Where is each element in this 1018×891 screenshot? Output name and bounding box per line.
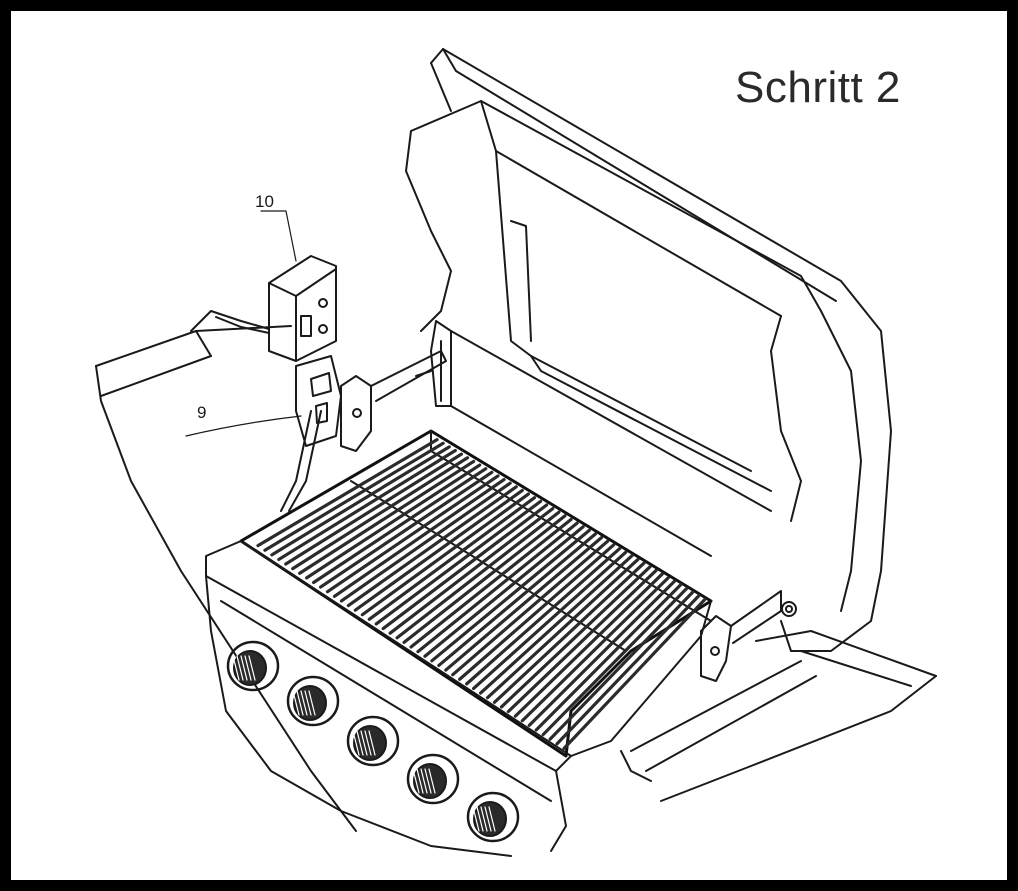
grate-bar xyxy=(506,568,658,714)
grate-bar xyxy=(367,496,537,621)
grate-bar xyxy=(416,521,579,654)
control-panel xyxy=(205,540,712,857)
grate-bar xyxy=(437,532,597,668)
grate-bar xyxy=(284,452,464,566)
grate-bar xyxy=(270,445,451,557)
step-title: Schritt 2 xyxy=(735,63,901,112)
part-9-bracket xyxy=(295,355,342,447)
grate-bar xyxy=(465,546,622,686)
grate-bar xyxy=(291,456,470,571)
grill-lid xyxy=(405,48,892,652)
grate-bar xyxy=(256,438,439,548)
callout-label-9: 9 xyxy=(197,403,207,422)
control-knob xyxy=(466,791,520,843)
left-hinge-bracket xyxy=(280,350,447,512)
grate-bar xyxy=(513,572,664,718)
grate-bar xyxy=(527,579,677,727)
grate-bar xyxy=(346,485,518,608)
control-knob xyxy=(226,640,280,692)
grate-bar xyxy=(277,448,457,562)
grate-bar xyxy=(312,467,488,585)
grate-bar xyxy=(402,514,567,644)
grate-bar xyxy=(388,507,555,635)
grate-bar xyxy=(485,557,640,700)
grate-bar xyxy=(318,470,494,589)
left-side-shelf xyxy=(95,325,357,832)
grate-bar xyxy=(409,517,573,649)
grate-bar xyxy=(534,583,683,732)
grate-bar xyxy=(423,525,585,658)
grate-bar xyxy=(562,597,707,750)
grate-bar xyxy=(305,463,482,580)
grate-bar xyxy=(541,586,689,737)
callout-label-10: 10 xyxy=(255,192,274,211)
grate-bar xyxy=(458,543,616,681)
control-knob xyxy=(406,753,460,805)
grate-bar xyxy=(478,554,634,695)
right-side-shelf xyxy=(630,630,937,802)
grate-bar xyxy=(263,441,445,552)
grate-bar xyxy=(492,561,646,704)
grate-bar xyxy=(520,575,670,723)
grate-bar xyxy=(430,528,591,663)
grate-bar xyxy=(499,565,652,709)
control-knobs xyxy=(226,640,520,843)
grill-grate xyxy=(239,429,713,758)
grate-bar xyxy=(395,510,561,640)
right-hinge-bracket xyxy=(700,590,782,682)
grate-bar xyxy=(360,492,530,617)
grate-bar xyxy=(555,594,701,746)
grate-bar xyxy=(332,477,506,598)
grate-bar xyxy=(451,539,610,677)
grate-bar xyxy=(298,459,476,575)
grate-bar xyxy=(374,499,543,626)
callout-leaders xyxy=(185,210,302,437)
grate-bar xyxy=(472,550,628,691)
grill-assembly-drawing xyxy=(95,48,937,857)
grate-bar xyxy=(381,503,549,631)
control-knob xyxy=(346,715,400,767)
control-knob xyxy=(286,675,340,727)
part-10-ignition-box xyxy=(190,255,337,362)
grate-bar xyxy=(548,590,695,741)
grate-bar xyxy=(444,536,604,672)
grate-bar xyxy=(339,481,512,603)
grate-bar xyxy=(353,488,524,612)
grate-bar xyxy=(325,474,500,594)
